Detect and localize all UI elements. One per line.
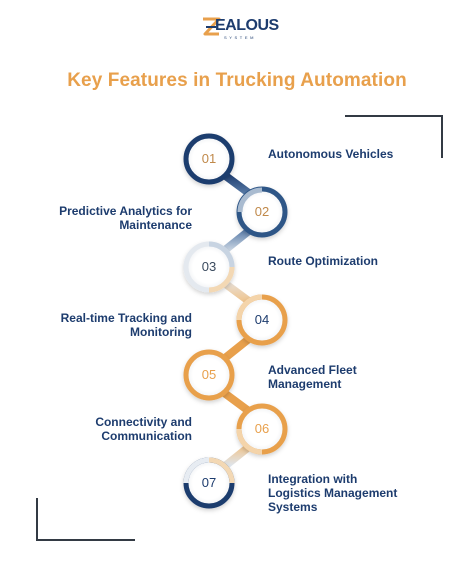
logo-wordmark: EALOUS [215, 17, 279, 34]
step-number-05: 05 [201, 367, 217, 382]
step-circle-01 [183, 133, 235, 185]
connector-2-3 [221, 226, 254, 254]
step-number-01: 01 [201, 151, 217, 166]
connector-3-4 [219, 278, 254, 306]
step-circle-04 [236, 294, 288, 346]
feature-label-07: Integration with Logistics Management Sy… [268, 472, 398, 514]
step-circle-07 [183, 457, 235, 509]
feature-label-03: Route Optimization [268, 254, 378, 268]
connector-1-2 [219, 170, 254, 198]
step-number-06: 06 [254, 421, 270, 436]
feature-label-04: Real-time Tracking and Monitoring [60, 311, 192, 339]
step-circle-02 [236, 186, 288, 238]
feature-label-01: Autonomous Vehicles [268, 147, 394, 161]
feature-label-02: Predictive Analytics for Maintenance [59, 204, 192, 232]
step-number-07: 07 [201, 475, 217, 490]
zealous-logo-icon [203, 17, 221, 36]
corner-bracket-top-right [345, 115, 443, 158]
step-circle-03 [183, 241, 235, 293]
page-title: Key Features in Trucking Automation [67, 70, 407, 91]
corner-bracket-bottom-left [36, 498, 135, 541]
step-number-02: 02 [254, 204, 270, 219]
logo: EALOUS SYSTEM [200, 16, 279, 42]
feature-label-05: Advanced Fleet Management [268, 363, 357, 391]
connector-4-5 [221, 334, 254, 362]
step-number-04: 04 [254, 312, 270, 327]
step-circle-06 [236, 403, 288, 455]
connector-5-6 [219, 388, 254, 416]
logo-tagline: SYSTEM [224, 35, 257, 40]
connector-6-7 [221, 442, 254, 470]
step-circle-05 [183, 349, 235, 401]
step-number-03: 03 [201, 259, 217, 274]
feature-label-06: Connectivity and Communication [95, 415, 192, 443]
